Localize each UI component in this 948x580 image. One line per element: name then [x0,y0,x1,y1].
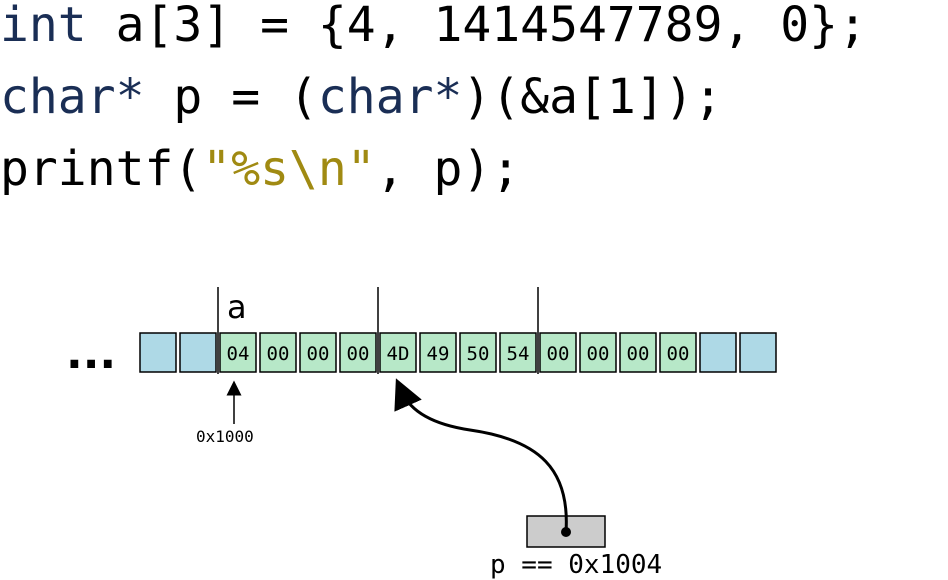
outside-memory-cell [699,332,737,373]
byte-value: 50 [467,343,490,365]
byte-value: 54 [507,343,530,365]
array-byte-cell [579,332,617,373]
array-byte-cell [299,332,337,373]
code-line-1-rest: a[3] = {4, 1414547789, 0}; [86,0,867,53]
array-byte-cell [659,332,697,373]
code-line-3-post: , p); [375,141,521,197]
byte-value: 00 [307,343,330,365]
memory-cells: 04 00 00 00 4D 49 50 54 00 00 00 00 [139,332,777,373]
code-line-3: printf("%s\n", p); [0,133,520,205]
byte-value: 00 [267,343,290,365]
code-line-3-pre: printf( [0,141,203,197]
keyword-char-ptr: char* [0,69,145,125]
array-byte-cell [619,332,657,373]
outside-memory-cell [179,332,217,373]
pointer-label: p == 0x1004 [490,550,662,580]
array-byte-cell [419,332,457,373]
array-byte-cell [499,332,537,373]
byte-value: 00 [667,343,690,365]
code-line-1: int a[3] = {4, 1414547789, 0}; [0,0,867,61]
array-byte-cell [339,332,377,373]
byte-value: 00 [347,343,370,365]
array-label: a [227,288,247,326]
code-line-2-rest: )(&a[1]); [462,69,723,125]
byte-value: 04 [227,343,250,365]
array-byte-cell [459,332,497,373]
keyword-char-ptr-cast: char* [317,69,463,125]
ellipsis-text: ... [66,328,116,379]
base-address-label: 0x1000 [196,427,254,446]
array-byte-cell [219,332,257,373]
byte-value: 00 [587,343,610,365]
byte-value: 49 [427,343,450,365]
array-byte-cell [379,332,417,373]
byte-value: 4D [387,343,410,365]
format-string: "%s\n" [202,141,376,197]
pointer-arrow [394,378,568,533]
byte-value: 00 [627,343,650,365]
outside-memory-cell [739,332,777,373]
code-line-2-mid: p = ( [144,69,318,125]
outside-memory-cell [139,332,177,373]
byte-value: 00 [547,343,570,365]
array-byte-cell [259,332,297,373]
keyword-int: int [0,0,87,53]
array-byte-cell [539,332,577,373]
code-line-2: char* p = (char*)(&a[1]); [0,61,722,133]
